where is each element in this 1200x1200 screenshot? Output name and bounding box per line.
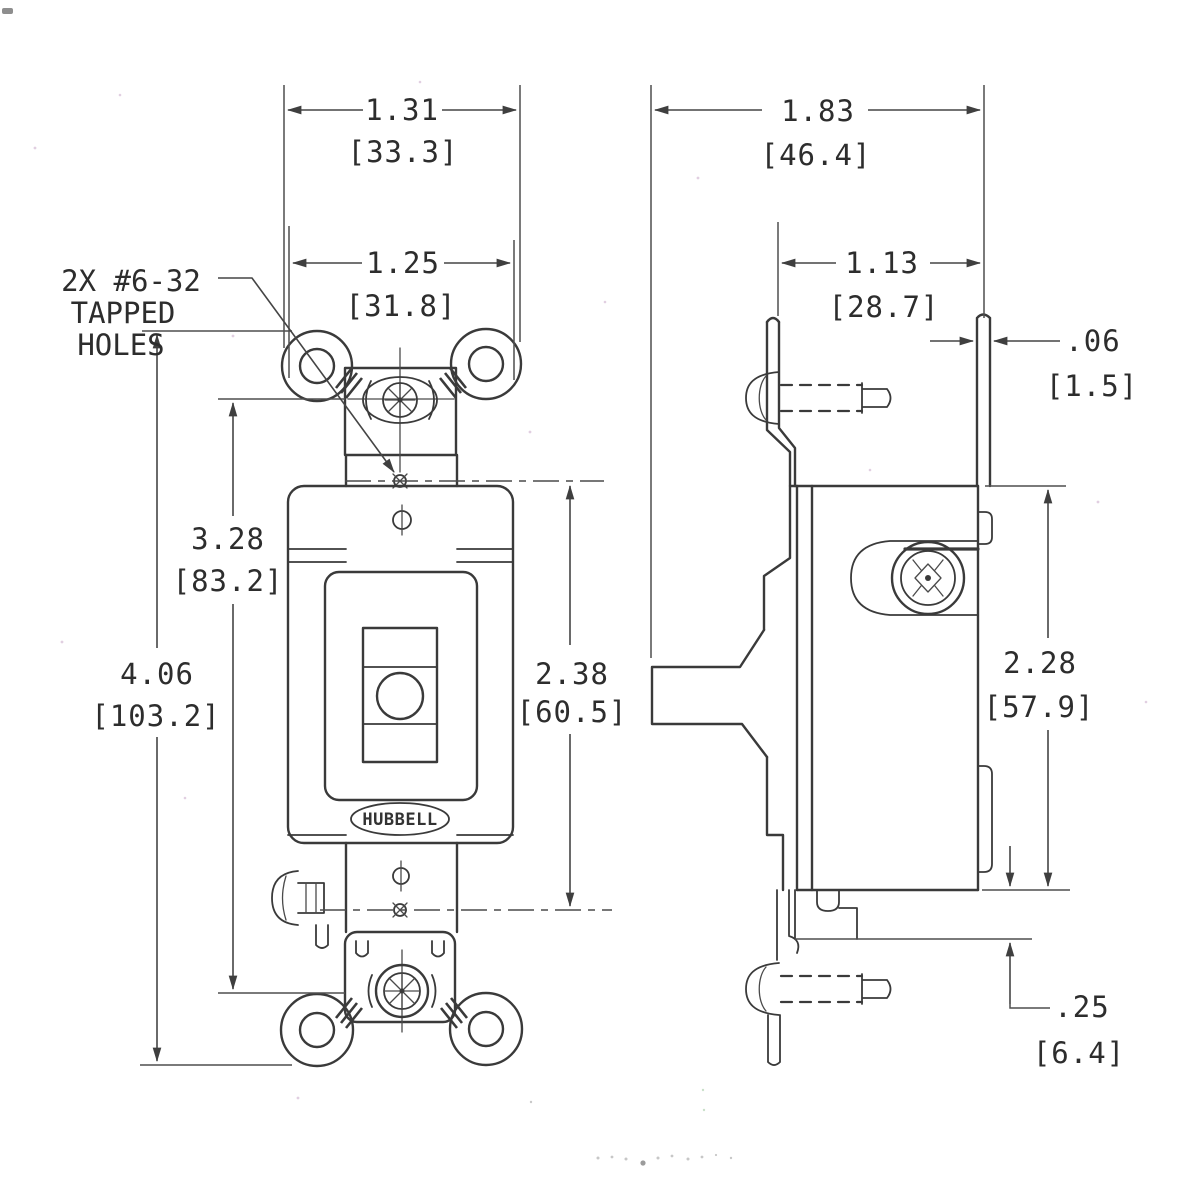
front-hatch-marks xyxy=(334,367,469,1029)
front-bottom-mounting-ears xyxy=(279,991,524,1068)
dim-mount-hole-spacing-mm: [83.2] xyxy=(173,564,284,598)
side-view xyxy=(650,313,993,1066)
side-toggle-lever xyxy=(650,628,769,759)
dim-overall-width-in: 1.31 xyxy=(365,93,439,127)
side-body xyxy=(788,484,993,892)
dim-body-width-in: 1.25 xyxy=(366,246,440,280)
front-top-strap-screw xyxy=(347,347,455,473)
dim-strap-thickness-mm: [1.5] xyxy=(1046,369,1138,403)
side-top-mounting-screw xyxy=(745,371,892,425)
tapped-holes-note: 2X #6-32 TAPPED HOLES xyxy=(61,264,395,473)
side-bottom-steps xyxy=(794,889,858,940)
dimension-strap-thickness: .06 [1.5] xyxy=(930,324,1138,403)
dimension-mount-hole-spacing: 3.28 [83.2] xyxy=(173,398,345,994)
dimension-tapped-hole-spacing: 2.38 [60.5] xyxy=(320,480,628,911)
dim-tapped-hole-spacing-mm: [60.5] xyxy=(517,695,628,729)
front-bottom-small-hole xyxy=(392,860,410,892)
brand-oval: HUBBELL xyxy=(350,802,450,836)
scan-artifacts xyxy=(2,8,1148,1166)
front-view: HUBBELL xyxy=(271,327,524,1068)
dim-body-height-in: 2.28 xyxy=(1003,646,1077,680)
dim-overall-depth-mm: [46.4] xyxy=(761,138,872,172)
dim-strap-offset-mm: [6.4] xyxy=(1033,1036,1125,1070)
dimension-strap-offset: .25 [6.4] xyxy=(795,846,1125,1070)
dim-tapped-hole-spacing-in: 2.38 xyxy=(535,657,609,691)
front-left-side-screw xyxy=(271,870,329,949)
dim-body-depth-in: 1.13 xyxy=(845,246,919,280)
dim-overall-height-mm: [103.2] xyxy=(91,699,220,733)
front-top-mounting-ears xyxy=(280,327,523,457)
brand-label: HUBBELL xyxy=(362,810,437,830)
dim-body-height-mm: [57.9] xyxy=(984,690,1095,724)
dim-mount-hole-spacing-in: 3.28 xyxy=(191,522,265,556)
dimension-body-depth: 1.13 [28.7] xyxy=(777,222,982,324)
note-line-1: 2X #6-32 xyxy=(61,264,201,298)
dim-strap-offset-in: .25 xyxy=(1054,990,1109,1024)
dim-strap-thickness-in: .06 xyxy=(1065,324,1120,358)
side-bottom-strap xyxy=(745,889,892,1066)
front-body-outline xyxy=(286,453,515,934)
dim-body-depth-mm: [28.7] xyxy=(829,290,940,324)
note-line-2: TAPPED xyxy=(71,296,176,330)
note-line-3: HOLES xyxy=(77,328,164,362)
dimension-overall-height: 4.06 [103.2] xyxy=(91,330,292,1066)
dimension-body-width: 1.25 [31.8] xyxy=(288,226,515,380)
dim-overall-width-mm: [33.3] xyxy=(348,135,459,169)
dimension-overall-depth: 1.83 [46.4] xyxy=(650,85,985,658)
front-top-small-hole xyxy=(392,504,412,536)
side-terminal-screw xyxy=(850,540,980,616)
dim-overall-height-in: 4.06 xyxy=(120,657,194,691)
side-mounting-strap xyxy=(762,313,992,892)
dimension-body-height: 2.28 [57.9] xyxy=(982,485,1095,891)
dimension-overall-width: 1.31 [33.3] xyxy=(283,85,521,348)
dim-body-width-mm: [31.8] xyxy=(346,289,457,323)
front-toggle-button xyxy=(361,626,439,764)
front-bottom-strap xyxy=(343,930,457,1033)
dim-overall-depth-in: 1.83 xyxy=(781,94,855,128)
